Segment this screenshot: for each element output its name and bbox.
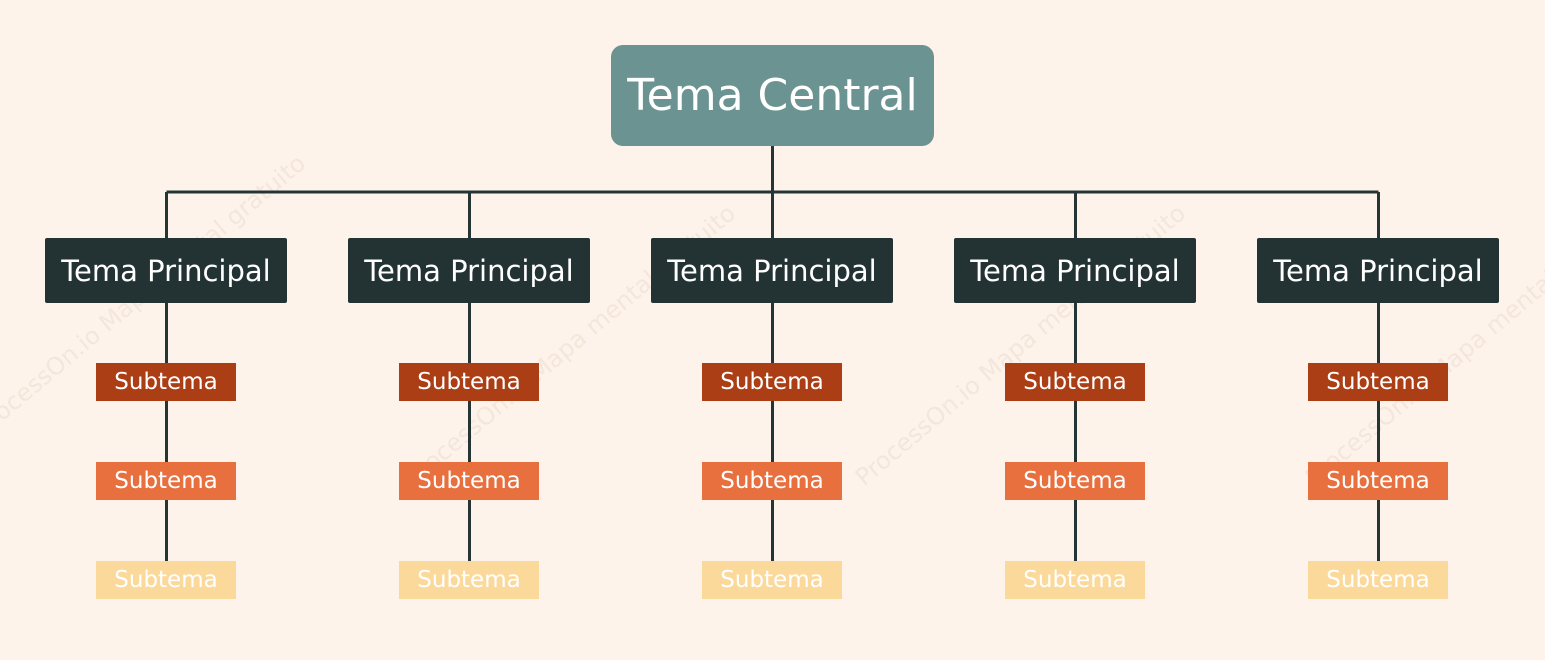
subtopic-label: Subtema	[114, 369, 218, 395]
main-topic-node[interactable]: Tema Principal	[954, 238, 1196, 303]
main-topic-label: Tema Principal	[61, 253, 271, 288]
subtopic-node-level-3[interactable]: Subtema	[702, 561, 842, 599]
subtopic-node-level-3[interactable]: Subtema	[399, 561, 539, 599]
subtopic-node-level-3[interactable]: Subtema	[1005, 561, 1145, 599]
subtopic-node-level-2[interactable]: Subtema	[702, 462, 842, 500]
subtopic-label: Subtema	[1023, 468, 1127, 494]
subtopic-node-level-2[interactable]: Subtema	[1005, 462, 1145, 500]
subtopic-node-level-2[interactable]: Subtema	[96, 462, 236, 500]
main-topic-label: Tema Principal	[1273, 253, 1483, 288]
subtopic-node-level-1[interactable]: Subtema	[399, 363, 539, 401]
subtopic-label: Subtema	[417, 468, 521, 494]
subtopic-label: Subtema	[417, 369, 521, 395]
subtopic-label: Subtema	[114, 567, 218, 593]
subtopic-node-level-2[interactable]: Subtema	[399, 462, 539, 500]
subtopic-label: Subtema	[1326, 567, 1430, 593]
main-topic-node[interactable]: Tema Principal	[348, 238, 590, 303]
subtopic-node-level-1[interactable]: Subtema	[96, 363, 236, 401]
main-topic-label: Tema Principal	[667, 253, 877, 288]
main-topic-label: Tema Principal	[364, 253, 574, 288]
subtopic-label: Subtema	[1326, 468, 1430, 494]
subtopic-node-level-2[interactable]: Subtema	[1308, 462, 1448, 500]
main-topic-node[interactable]: Tema Principal	[1257, 238, 1499, 303]
connector-group	[165, 146, 1380, 561]
main-topic-node[interactable]: Tema Principal	[45, 238, 287, 303]
subtopic-label: Subtema	[114, 468, 218, 494]
main-topic-label: Tema Principal	[970, 253, 1180, 288]
subtopic-label: Subtema	[720, 369, 824, 395]
central-topic-node[interactable]: Tema Central	[611, 45, 934, 146]
subtopic-node-level-3[interactable]: Subtema	[1308, 561, 1448, 599]
subtopic-node-level-1[interactable]: Subtema	[702, 363, 842, 401]
central-topic-label: Tema Central	[627, 70, 918, 121]
subtopic-label: Subtema	[720, 468, 824, 494]
subtopic-label: Subtema	[1023, 369, 1127, 395]
subtopic-label: Subtema	[1023, 567, 1127, 593]
subtopic-label: Subtema	[417, 567, 521, 593]
subtopic-node-level-1[interactable]: Subtema	[1005, 363, 1145, 401]
subtopic-node-level-3[interactable]: Subtema	[96, 561, 236, 599]
subtopic-node-level-1[interactable]: Subtema	[1308, 363, 1448, 401]
main-topic-node[interactable]: Tema Principal	[651, 238, 893, 303]
subtopic-label: Subtema	[720, 567, 824, 593]
subtopic-label: Subtema	[1326, 369, 1430, 395]
